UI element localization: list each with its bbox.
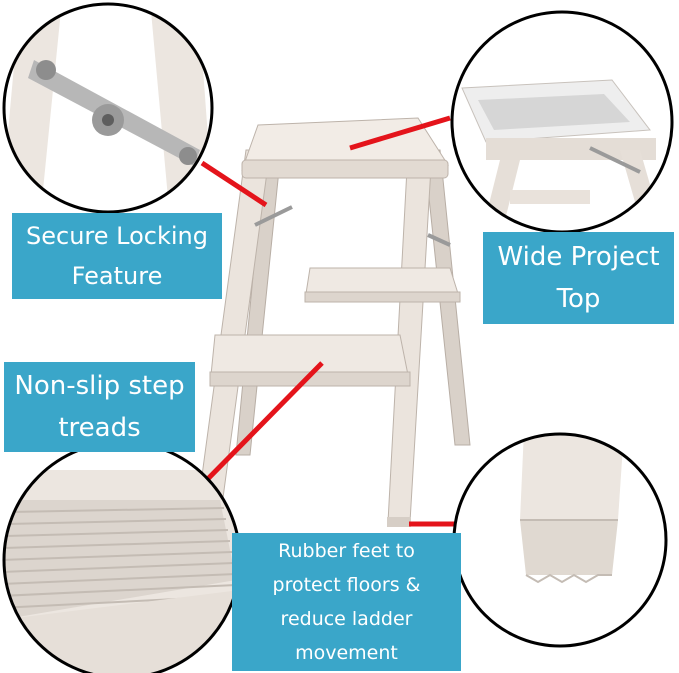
detail-circle-tread bbox=[2, 440, 242, 673]
label-line: Non-slip step bbox=[14, 371, 185, 401]
label-line: Wide Project bbox=[497, 242, 660, 272]
label-line: Top bbox=[556, 284, 601, 314]
detail-circle-locking bbox=[2, 2, 214, 214]
pointer-locking bbox=[200, 160, 268, 208]
label-line: Rubber feet to bbox=[278, 540, 415, 562]
pointer-top bbox=[349, 115, 451, 151]
label-wide-top: Wide Project Top bbox=[483, 232, 674, 324]
detail-circle-foot bbox=[452, 432, 668, 648]
detail-circle-top bbox=[450, 10, 674, 234]
label-rubber-feet: Rubber feet to protect floors & reduce l… bbox=[232, 533, 461, 671]
label-line: Feature bbox=[71, 262, 163, 290]
pointer-lines bbox=[188, 115, 462, 527]
label-secure-locking: Secure Locking Feature bbox=[12, 213, 222, 299]
label-line: protect floors & bbox=[272, 574, 421, 596]
ladder-hinge-left bbox=[254, 205, 293, 227]
label-line: Secure Locking bbox=[26, 222, 208, 250]
ladder-foot-right bbox=[387, 517, 411, 527]
ladder-top-step-front bbox=[241, 159, 449, 179]
ladder-middle-step-front bbox=[304, 291, 461, 303]
label-line: reduce ladder bbox=[280, 608, 413, 630]
step-ladder bbox=[195, 117, 471, 527]
label-non-slip: Non-slip step treads bbox=[4, 362, 195, 452]
pointer-treads bbox=[188, 361, 324, 499]
label-line: movement bbox=[295, 642, 398, 664]
ladder-hinge-right bbox=[427, 233, 451, 247]
label-line: treads bbox=[58, 413, 141, 443]
